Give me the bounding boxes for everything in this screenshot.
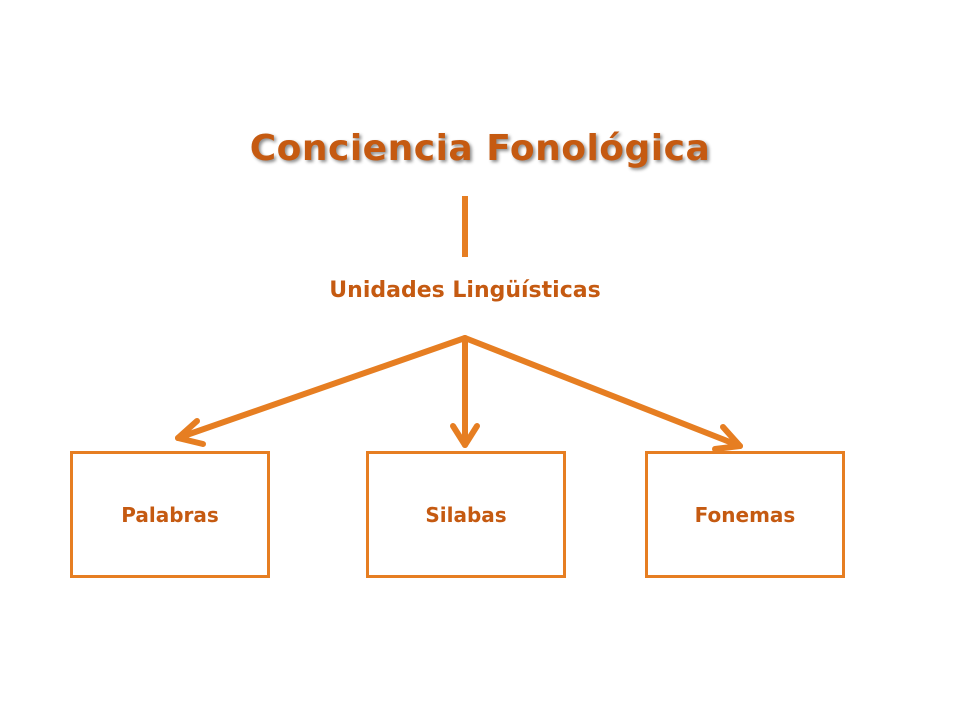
node-palabras: Palabras [70, 451, 270, 578]
arrow-right-head [712, 424, 743, 452]
node-label: Fonemas [694, 502, 796, 527]
diagram-title: Conciencia Fonológica [249, 128, 711, 169]
node-label: Silabas [425, 502, 507, 527]
diagram-subtitle: Unidades Lingüísticas [329, 278, 601, 303]
node-fonemas: Fonemas [645, 451, 845, 578]
arrow-left-line [175, 335, 468, 441]
node-silabas: Silabas [366, 451, 566, 578]
node-label: Palabras [121, 502, 219, 527]
arrow-left-head [175, 418, 206, 447]
arrow-center-head [450, 423, 480, 448]
arrow-right-line [462, 335, 743, 449]
